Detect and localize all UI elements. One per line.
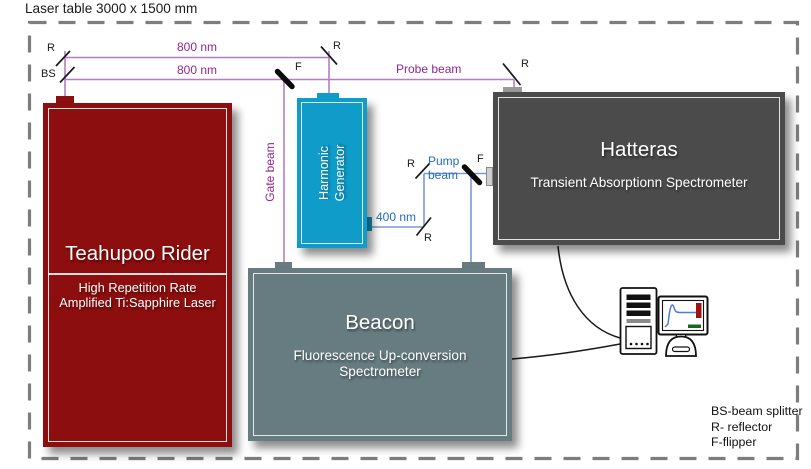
screen-chart-red-bar	[696, 303, 702, 318]
flipper-icon-probe	[274, 68, 295, 90]
label-beam-splitter: BS	[41, 68, 56, 80]
laser-title: Teahupoo Rider	[65, 242, 210, 265]
harmonic-output-port	[364, 217, 372, 231]
harmonic-generator-box: Harmonic Generator	[297, 98, 367, 248]
laser-box-teahupoo-rider: Teahupoo Rider High Repetition Rate Ampl…	[43, 103, 232, 447]
legend: BS-beam splitter R- reflector F-flipper	[711, 404, 803, 451]
beacon-subtitle-line2: Spectrometer	[339, 364, 421, 379]
hatteras-subtitle: Transient Absorptionn Spectrometer	[530, 175, 748, 190]
screen-chart-curve	[664, 304, 700, 328]
label-flipper-pump: F	[477, 153, 484, 165]
hatteras-spectrometer-box: Hatteras Transient Absorptionn Spectrome…	[493, 92, 785, 245]
legend-flipper: F-flipper	[711, 435, 757, 450]
beacon-spectrometer-box: Beacon Fluorescence Up-conversion Spectr…	[248, 268, 512, 441]
laser-title-divider	[48, 273, 227, 275]
beacon-gate-port	[275, 262, 292, 268]
reflector-icon-400nm	[415, 216, 432, 237]
reflector-icon-probe	[502, 62, 522, 86]
reflector-icon-pump	[414, 162, 431, 180]
screen-chart-green-bar	[688, 324, 701, 328]
legend-beam-splitter: BS-beam splitter	[711, 404, 803, 418]
legend-reflector: R- reflector	[711, 419, 773, 434]
reflector-icon-top-mid	[320, 45, 338, 66]
label-reflector-pump: R	[407, 158, 415, 170]
harmonic-generator-label: Harmonic Generator	[317, 144, 347, 202]
label-reflector-top-mid: R	[333, 40, 341, 52]
laser-subtitle-line2: Amplified Ti:Sapphire Laser	[59, 295, 216, 310]
hatteras-title: Hatteras	[600, 138, 678, 161]
computer-icon	[619, 287, 709, 357]
label-reflector-400nm: R	[424, 232, 432, 244]
hatteras-side-port	[486, 167, 493, 186]
cable-hatteras-to-pc	[557, 245, 621, 339]
label-800nm-top: 800 nm	[177, 40, 218, 54]
beacon-title: Beacon	[345, 311, 415, 334]
harmonic-input-port	[317, 93, 339, 98]
beacon-subtitle-line1: Fluorescence Up-conversion	[293, 348, 467, 363]
label-reflector-probe: R	[521, 58, 529, 70]
flipper-icon-pump	[461, 164, 483, 186]
label-400nm: 400 nm	[376, 210, 417, 224]
cable-beacon-to-pc	[511, 343, 621, 360]
reflector-icon-top-left	[55, 50, 71, 67]
label-pump-beam: Pump beam	[428, 154, 460, 182]
label-gate-beam: Gate beam	[263, 142, 277, 202]
laser-output-port	[56, 96, 74, 103]
table-dashed-border	[27, 20, 800, 461]
beacon-pump-port	[462, 262, 485, 268]
page-title: Laser table 3000 x 1500 mm	[25, 1, 198, 16]
beam-splitter-icon	[59, 66, 76, 84]
label-800nm-bottom: 800 nm	[177, 63, 218, 77]
label-flipper-probe: F	[295, 61, 302, 73]
label-reflector-top-left: R	[47, 42, 55, 54]
label-probe-beam: Probe beam	[396, 62, 462, 76]
laser-subtitle-line1: High Repetition Rate	[78, 280, 197, 295]
hatteras-top-port	[503, 87, 522, 92]
